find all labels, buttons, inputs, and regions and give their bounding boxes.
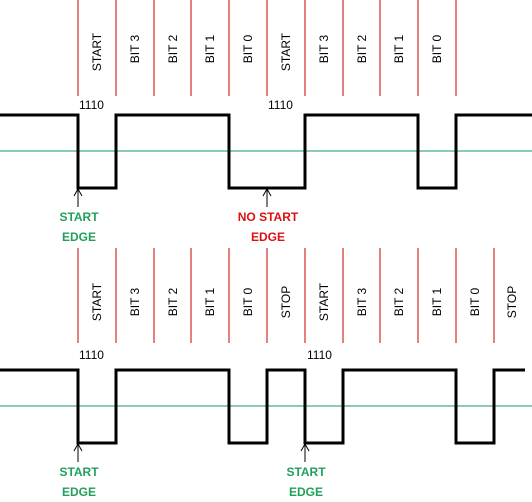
bit-label: BIT 0 [241, 34, 255, 63]
start-edge-label: START [59, 210, 99, 224]
bit-label: BIT 0 [468, 287, 482, 316]
bit-label: BIT 3 [128, 34, 142, 63]
bottom-panel: START BIT 3 BIT 2 BIT 1 BIT 0 STOP START… [0, 248, 532, 499]
bit-label: BIT 1 [203, 34, 217, 63]
signal-waveform [0, 368, 525, 445]
top-panel: START BIT 3 BIT 2 BIT 1 BIT 0 START BIT … [0, 0, 532, 244]
top-bit-labels: START BIT 3 BIT 2 BIT 1 BIT 0 START BIT … [90, 32, 444, 71]
bit-label: BIT 1 [203, 287, 217, 316]
bit-label: START [90, 282, 104, 321]
bit-pattern-label: 1110 [268, 98, 293, 112]
bit-pattern-label: 1110 [79, 98, 104, 112]
start-edge-marker [300, 442, 310, 462]
start-edge-label: EDGE [62, 485, 96, 499]
bit-label: BIT 1 [430, 287, 444, 316]
bit-pattern-label: 1110 [307, 348, 332, 362]
start-edge-label: EDGE [62, 230, 96, 244]
no-start-edge-label: EDGE [251, 230, 285, 244]
bit-label: START [90, 32, 104, 71]
bit-label: BIT 2 [166, 34, 180, 63]
bottom-bit-labels: START BIT 3 BIT 2 BIT 1 BIT 0 STOP START… [90, 282, 519, 321]
bit-label: BIT 2 [392, 287, 406, 316]
bit-label: BIT 2 [166, 287, 180, 316]
bit-label: BIT 3 [355, 287, 369, 316]
start-edge-marker [73, 442, 83, 462]
start-edge-marker [73, 187, 83, 207]
bit-label: BIT 3 [317, 34, 331, 63]
bottom-bit-dividers [77, 248, 495, 343]
bit-pattern-label: 1110 [79, 348, 104, 362]
start-edge-label: START [59, 465, 99, 479]
bit-label: BIT 3 [128, 287, 142, 316]
bit-label: START [279, 32, 293, 71]
no-start-edge-marker [262, 187, 272, 207]
start-edge-label: EDGE [289, 485, 323, 499]
no-start-edge-label: NO START [238, 210, 299, 224]
bit-label: STOP [279, 286, 293, 318]
bit-label: BIT 0 [241, 287, 255, 316]
bit-label: BIT 2 [355, 34, 369, 63]
bit-label: BIT 0 [430, 34, 444, 63]
start-edge-label: START [286, 465, 326, 479]
bit-label: STOP [505, 286, 519, 318]
bit-label: START [317, 282, 331, 321]
top-bit-dividers [77, 0, 457, 96]
bit-label: BIT 1 [392, 34, 406, 63]
